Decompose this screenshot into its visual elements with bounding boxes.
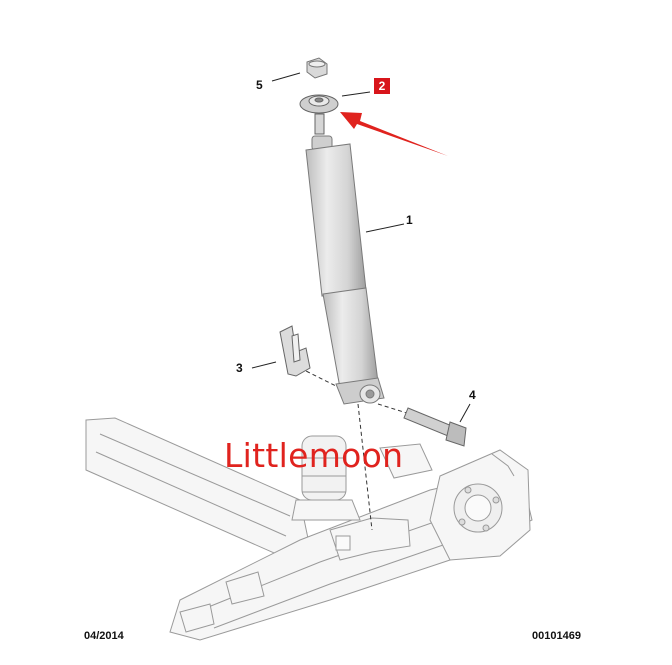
callout-4: 4 — [469, 388, 476, 402]
assembly-axis-lines — [299, 367, 411, 531]
upper-washer — [299, 91, 371, 135]
footer-reference: 00101469 — [532, 630, 581, 642]
footer-date: 04/2014 — [84, 630, 124, 642]
top-nut — [271, 57, 328, 82]
callout-2-badge: 2 — [374, 78, 390, 94]
callout-5: 5 — [256, 78, 263, 92]
rear-axle-frame — [85, 417, 533, 641]
lower-bolt — [403, 403, 471, 447]
highlight-arrow — [340, 112, 448, 156]
shock-absorber — [305, 135, 405, 405]
callout-1: 1 — [406, 213, 413, 227]
watermark-text: Littlemoon — [224, 436, 404, 475]
mounting-bracket — [251, 325, 311, 377]
callout-3: 3 — [236, 361, 243, 375]
